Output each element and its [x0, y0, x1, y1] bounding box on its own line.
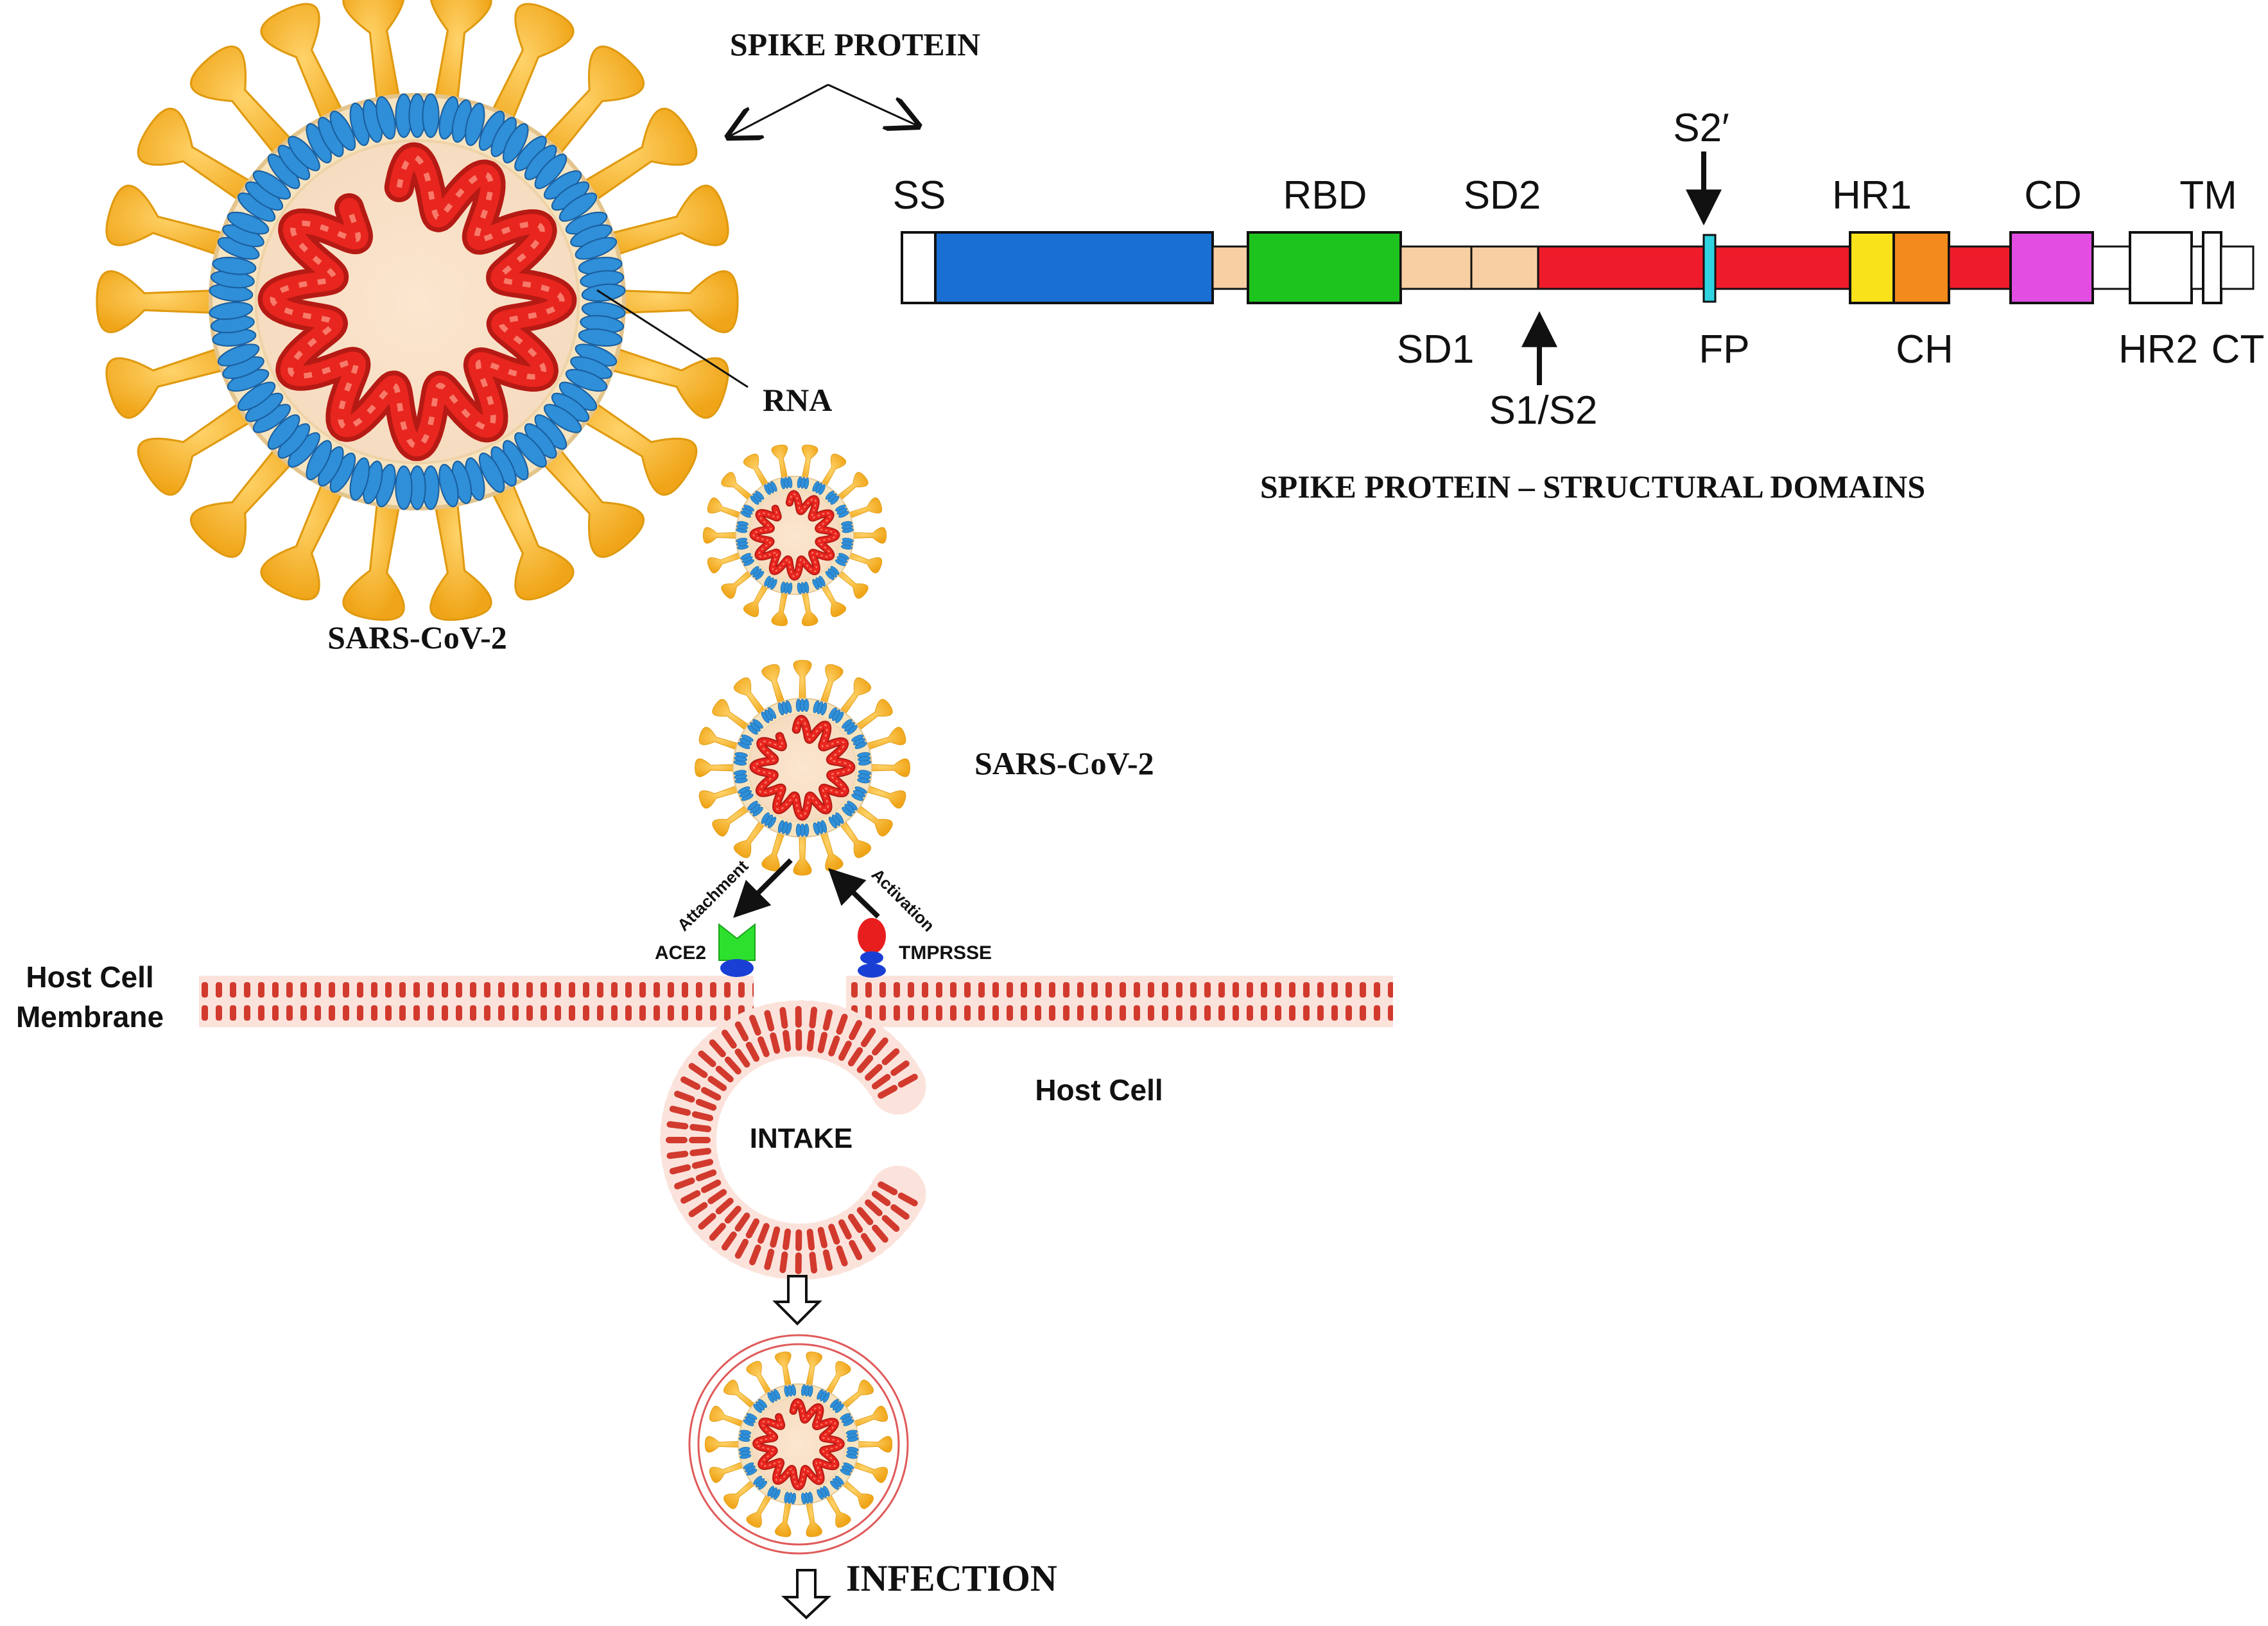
virus-small-illustration	[702, 444, 887, 627]
domain-label-ss: SS	[893, 173, 946, 218]
domain-label-s1s2: S1/S2	[1489, 388, 1598, 433]
infection-down-arrow	[781, 1569, 832, 1620]
domain-label-ch: CH	[1896, 327, 1953, 372]
intake-down-arrow	[772, 1275, 822, 1326]
domain-label-ct: CT	[2212, 327, 2265, 372]
domain-s2-bar-a	[1537, 245, 1705, 290]
domains-caption: SPIKE PROTEIN – STRUCTURAL DOMAINS	[1260, 469, 1925, 505]
domain-linker2-bar	[2091, 245, 2131, 290]
tmprsse-protease	[858, 918, 886, 978]
virus-attaching-illustration	[695, 660, 910, 876]
domain-label-rbd: RBD	[1283, 173, 1367, 218]
intake-label: INTAKE	[750, 1123, 853, 1154]
domain-label-hr2: HR2	[2118, 327, 2198, 372]
membrane-segment-left	[199, 976, 754, 1027]
virus-in-endosome-illustration	[704, 1351, 893, 1537]
domain-hr2-bar	[2129, 231, 2193, 304]
endosome-outer-ring	[688, 1334, 909, 1555]
rna-pointer-line	[596, 289, 749, 388]
membrane-segment-right	[846, 976, 1393, 1027]
spike-domain-map: SS RBD SD2 S2′ HR1 CD TM SD1 S1/S2 FP CH…	[893, 106, 2265, 433]
ace2-receptor	[718, 922, 756, 977]
domain-ntd-bar	[934, 231, 1214, 304]
domain-label-fp: FP	[1699, 327, 1749, 372]
domain-s2-bar-c	[1948, 245, 2012, 290]
host-cell-membrane-label-1: Host Cell	[26, 960, 153, 994]
virus-mid-label: SARS-CoV-2	[974, 745, 1154, 781]
domain-linker-bar	[1211, 245, 1249, 290]
membrane-invagination	[660, 1000, 926, 1280]
attachment-label: Attachment	[673, 856, 752, 935]
domain-rbd-bar	[1247, 231, 1402, 304]
domain-fp-bar	[1702, 234, 1717, 303]
domain-tm-bar	[2202, 231, 2222, 304]
attachment-arrow	[733, 858, 793, 918]
domain-label-s2prime: S2′	[1673, 106, 1729, 150]
spike-arrow-left	[729, 83, 829, 137]
ace2-label: ACE2	[655, 942, 706, 964]
infection-label: INFECTION	[846, 1557, 1057, 1599]
tmprsse-label: TMPRSSE	[899, 942, 992, 964]
virus-top-label: SARS-CoV-2	[327, 619, 507, 655]
endosome-inner-ring	[697, 1343, 900, 1546]
domain-hr1-bar	[1849, 231, 1895, 304]
domain-label-tm: TM	[2179, 173, 2237, 218]
domain-link3-bar	[2190, 245, 2204, 290]
rna-label: RNA	[763, 382, 832, 418]
domain-cd-bar	[2009, 231, 2094, 304]
domain-label-sd2: SD2	[1464, 173, 1541, 218]
domain-s2-bar-b	[1714, 245, 1851, 290]
domain-label-hr1: HR1	[1832, 173, 1912, 218]
domain-ct-bar	[2220, 245, 2255, 290]
activation-arrow	[827, 868, 880, 919]
host-cell-label: Host Cell	[1035, 1073, 1163, 1107]
domain-sd1-bar	[1399, 245, 1473, 290]
host-cell-membrane-label-2: Membrane	[16, 1000, 164, 1034]
domain-ss-bar	[901, 231, 937, 304]
domain-label-sd1: SD1	[1397, 327, 1475, 372]
domain-label-cd: CD	[2024, 173, 2082, 218]
domain-sd2-bar	[1470, 245, 1539, 290]
domain-ch-bar	[1892, 231, 1950, 304]
spike-protein-label: SPIKE PROTEIN	[730, 26, 980, 62]
host-cell-membrane	[199, 976, 1393, 1280]
virus-large-illustration	[96, 0, 739, 621]
spike-arrow-right	[827, 83, 918, 126]
